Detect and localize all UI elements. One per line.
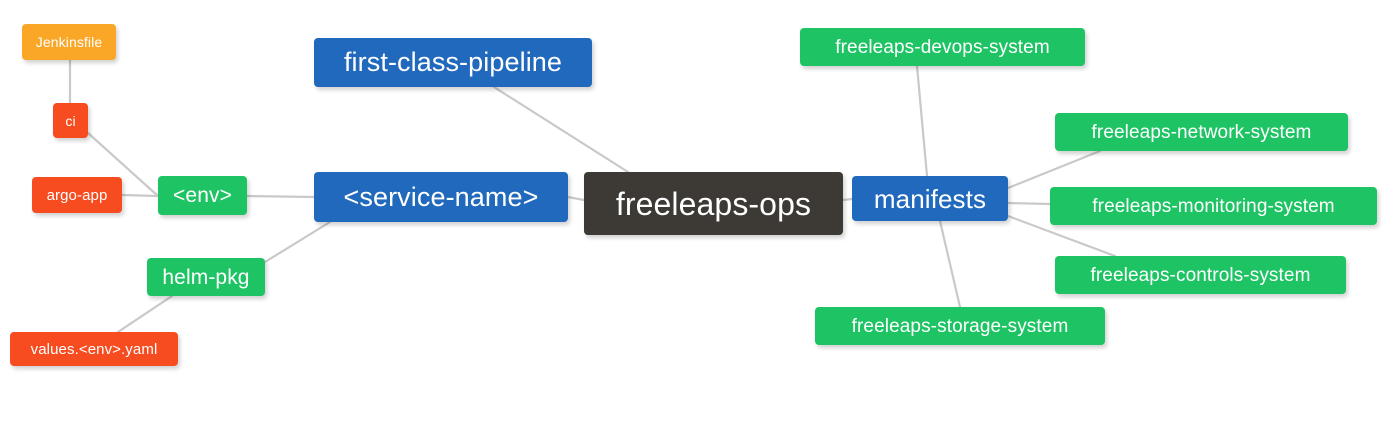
node-freeleaps-storage-system[interactable]: freeleaps-storage-system (815, 307, 1105, 345)
edge-manifests-to-freeleaps-monitoring-system (1006, 201, 1052, 206)
node-freeleaps-devops-system[interactable]: freeleaps-devops-system (800, 28, 1085, 66)
edge-manifests-to-freeleaps-controls-system (1006, 214, 1117, 258)
node-jenkinsfile[interactable]: Jenkinsfile (22, 24, 116, 60)
edge-env-to-service-name (245, 194, 316, 199)
edge-manifests-to-freeleaps-storage-system (938, 219, 962, 309)
node-freeleaps-controls-system[interactable]: freeleaps-controls-system (1055, 256, 1346, 294)
node-manifests[interactable]: manifests (852, 176, 1008, 221)
edge-helm-pkg-to-service-name (263, 220, 332, 264)
node-freeleaps-network-system[interactable]: freeleaps-network-system (1055, 113, 1348, 151)
node-values-yaml[interactable]: values.<env>.yaml (10, 332, 178, 366)
edge-values-yaml-to-helm-pkg (116, 294, 174, 334)
node-helm-pkg[interactable]: helm-pkg (147, 258, 265, 296)
edge-argo-app-to-env (120, 193, 160, 198)
node-service-name[interactable]: <service-name> (314, 172, 568, 222)
node-argo-app[interactable]: argo-app (32, 177, 122, 213)
edge-service-name-to-freeleaps-ops (566, 195, 586, 202)
edge-manifests-to-freeleaps-devops-system (915, 64, 929, 178)
node-first-class-pipeline[interactable]: first-class-pipeline (314, 38, 592, 87)
edge-manifests-to-freeleaps-network-system (1006, 149, 1102, 190)
node-ci[interactable]: ci (53, 103, 88, 138)
node-freeleaps-monitoring-system[interactable]: freeleaps-monitoring-system (1050, 187, 1377, 225)
edge-first-class-pipeline-to-freeleaps-ops (492, 85, 630, 174)
edge-ci-to-env (86, 131, 160, 198)
edge-freeleaps-ops-to-manifests (841, 197, 854, 202)
node-freeleaps-ops[interactable]: freeleaps-ops (584, 172, 843, 235)
node-env[interactable]: <env> (158, 176, 247, 215)
